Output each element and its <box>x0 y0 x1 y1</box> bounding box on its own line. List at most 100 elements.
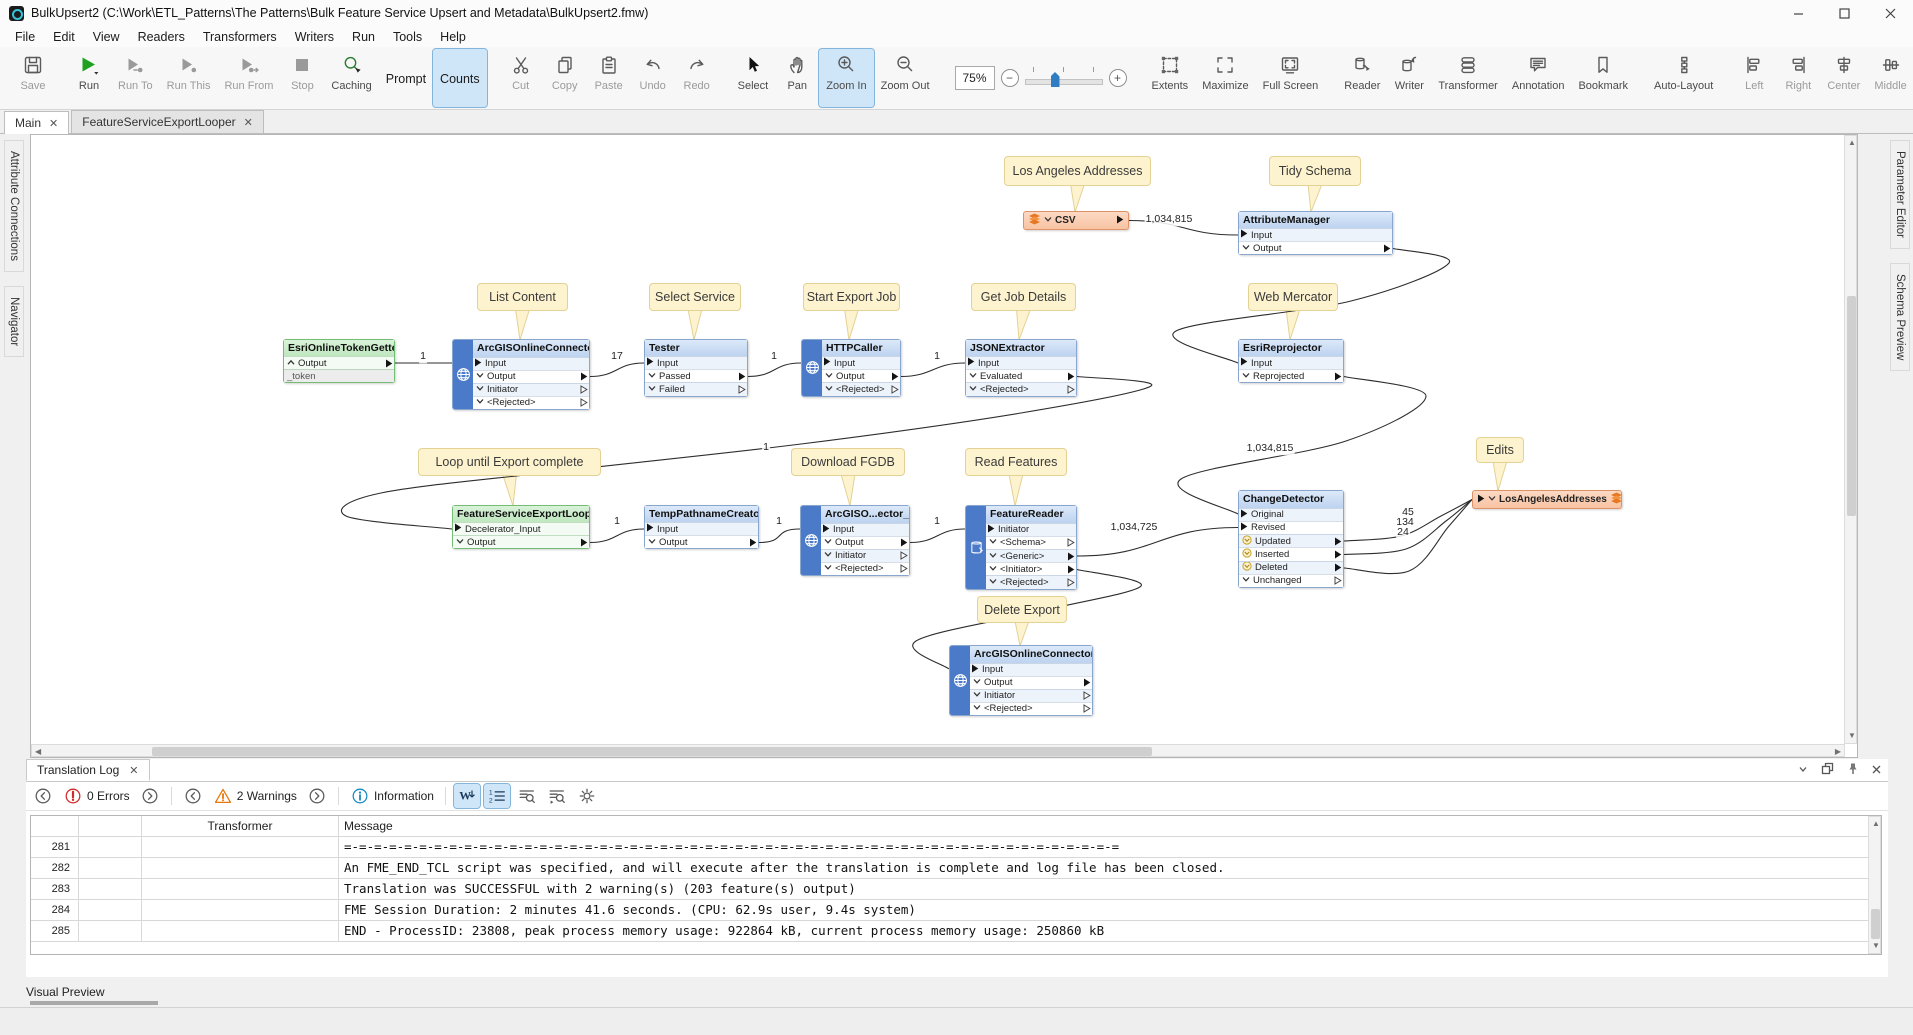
zoom-minus-button[interactable]: − <box>1000 69 1019 87</box>
output-port-row[interactable]: Initiator <box>821 548 909 562</box>
toolbar-run-from-button[interactable]: Run From <box>217 49 280 107</box>
zoom-value[interactable]: 75% <box>954 66 995 90</box>
unconnected-output-icon[interactable] <box>1067 538 1075 548</box>
unconnected-output-icon[interactable] <box>580 398 588 408</box>
input-port-row[interactable]: Input <box>821 522 909 536</box>
unconnected-output-icon[interactable] <box>900 551 908 561</box>
toolbar-full-screen-button[interactable]: Full Screen <box>1256 49 1326 107</box>
collapse-chevron-icon[interactable] <box>648 371 656 382</box>
menu-edit[interactable]: Edit <box>53 29 75 44</box>
toolbar-reader-button[interactable]: Reader <box>1337 49 1387 107</box>
nav-left[interactable] <box>180 784 206 808</box>
log-tab-close-icon[interactable]: ✕ <box>129 764 139 777</box>
collapse-chevron-icon[interactable] <box>989 551 997 562</box>
output-port-row[interactable]: <Generic> <box>986 548 1076 563</box>
output-port-row[interactable]: Unchanged <box>1239 573 1343 588</box>
annotation-web-mercator[interactable]: Web Mercator <box>1248 283 1338 311</box>
collapse-chevron-icon[interactable] <box>989 577 997 588</box>
input-port-row[interactable]: Input <box>645 522 758 536</box>
output-port-row[interactable]: Output <box>453 535 589 548</box>
dock-tab-navigator[interactable]: Navigator <box>4 285 24 358</box>
toolbar-writer-button[interactable]: Writer <box>1387 49 1431 107</box>
canvas-vscrollbar[interactable]: ▲▼ <box>1844 135 1857 744</box>
input-port-row[interactable]: Input <box>966 356 1076 370</box>
connected-output-icon[interactable] <box>749 538 757 547</box>
tab-close-icon[interactable]: ✕ <box>49 117 59 130</box>
word-wrap-button[interactable]: W <box>452 783 481 809</box>
nav-right[interactable] <box>304 784 330 808</box>
toolbar-extents-button[interactable]: Extents <box>1145 49 1196 107</box>
collapse-chevron-icon[interactable] <box>287 358 295 369</box>
input-port-row[interactable]: Input <box>1239 356 1343 370</box>
collapse-chevron-icon[interactable] <box>824 563 832 574</box>
collapse-chevron-icon[interactable] <box>973 703 981 714</box>
output-port-row[interactable]: Failed <box>645 382 747 396</box>
toolbar-counts-button[interactable]: Counts <box>432 48 488 108</box>
output-port-icon[interactable] <box>1116 215 1124 227</box>
collapse-chevron-icon[interactable] <box>1242 575 1250 586</box>
input-port-icon[interactable] <box>646 357 654 369</box>
dock-tab-attribute-connections[interactable]: Attribute Connections <box>4 140 24 272</box>
tab-featureserviceexportlooper[interactable]: FeatureServiceExportLooper✕ <box>71 110 264 133</box>
collapse-chevron-icon[interactable] <box>476 371 484 382</box>
chevron-down-icon[interactable] <box>1488 494 1496 505</box>
log-close-icon[interactable] <box>1871 762 1882 780</box>
collapse-chevron-icon[interactable] <box>989 564 997 575</box>
connected-output-icon[interactable] <box>580 372 588 381</box>
output-port-row[interactable]: Output <box>822 369 900 383</box>
collapse-chevron-icon[interactable] <box>476 384 484 395</box>
collapse-chevron-icon[interactable] <box>648 537 656 548</box>
toolbar-middle-button[interactable]: Middle <box>1867 49 1913 107</box>
output-port-row[interactable]: <Rejected> <box>473 395 589 409</box>
attribute-row[interactable]: _token <box>284 369 394 382</box>
node-losangelesaddresses[interactable]: LosAngelesAddresses <box>1472 490 1622 509</box>
toolbar-right-button[interactable]: Right <box>1776 49 1820 107</box>
connected-output-icon[interactable] <box>1067 565 1075 574</box>
unconnected-output-icon[interactable] <box>1334 576 1342 586</box>
connected-output-icon[interactable] <box>738 372 746 381</box>
input-port-icon[interactable] <box>971 664 979 676</box>
collapse-chevron-icon[interactable] <box>825 371 833 382</box>
log-settings-button[interactable] <box>574 784 600 808</box>
connected-output-icon[interactable] <box>1334 550 1342 559</box>
connected-output-icon[interactable] <box>900 538 908 547</box>
minimize-icon[interactable] <box>1775 0 1821 26</box>
input-port-row[interactable]: Revised <box>1239 520 1343 535</box>
input-port-icon[interactable] <box>1240 509 1248 521</box>
hscroll-thumb[interactable] <box>152 747 1152 756</box>
output-port-row[interactable]: Evaluated <box>966 369 1076 383</box>
tab-visual-preview[interactable]: Visual Preview <box>26 985 104 1007</box>
input-port-icon[interactable] <box>967 357 975 369</box>
output-port-row[interactable]: Output <box>284 356 394 370</box>
toolbar-transformer-button[interactable]: Transformer <box>1431 49 1505 107</box>
input-port-icon[interactable] <box>1240 522 1248 534</box>
find-in-log-button[interactable] <box>514 784 540 808</box>
output-port-row[interactable]: Output <box>970 675 1092 689</box>
menu-file[interactable]: File <box>15 29 36 44</box>
collapse-chevron-icon[interactable] <box>1242 243 1250 254</box>
menu-view[interactable]: View <box>92 29 120 44</box>
connected-output-icon[interactable] <box>1383 244 1391 253</box>
toolbar-run-button[interactable]: Run <box>67 49 111 107</box>
toolbar-caching-button[interactable]: Caching <box>324 49 378 107</box>
output-port-row[interactable]: <Schema> <box>986 535 1076 549</box>
input-port-icon[interactable] <box>474 358 482 370</box>
float-panel-icon[interactable] <box>1821 762 1834 780</box>
annotation-list-content[interactable]: List Content <box>477 283 568 311</box>
collapse-chevron-icon[interactable] <box>989 537 997 548</box>
tab-main[interactable]: Main✕ <box>4 111 70 134</box>
menu-transformers[interactable]: Transformers <box>202 29 277 44</box>
unconnected-output-icon[interactable] <box>580 385 588 395</box>
output-port-row[interactable]: <Rejected> <box>970 701 1092 715</box>
collapse-chevron-icon[interactable] <box>824 537 832 548</box>
output-port-row[interactable]: <Rejected> <box>986 575 1076 589</box>
canvas-hscrollbar[interactable]: ◀▶ <box>31 744 1845 757</box>
zoom-slider[interactable] <box>1024 65 1103 91</box>
output-port-row[interactable]: Updated <box>1239 534 1343 548</box>
